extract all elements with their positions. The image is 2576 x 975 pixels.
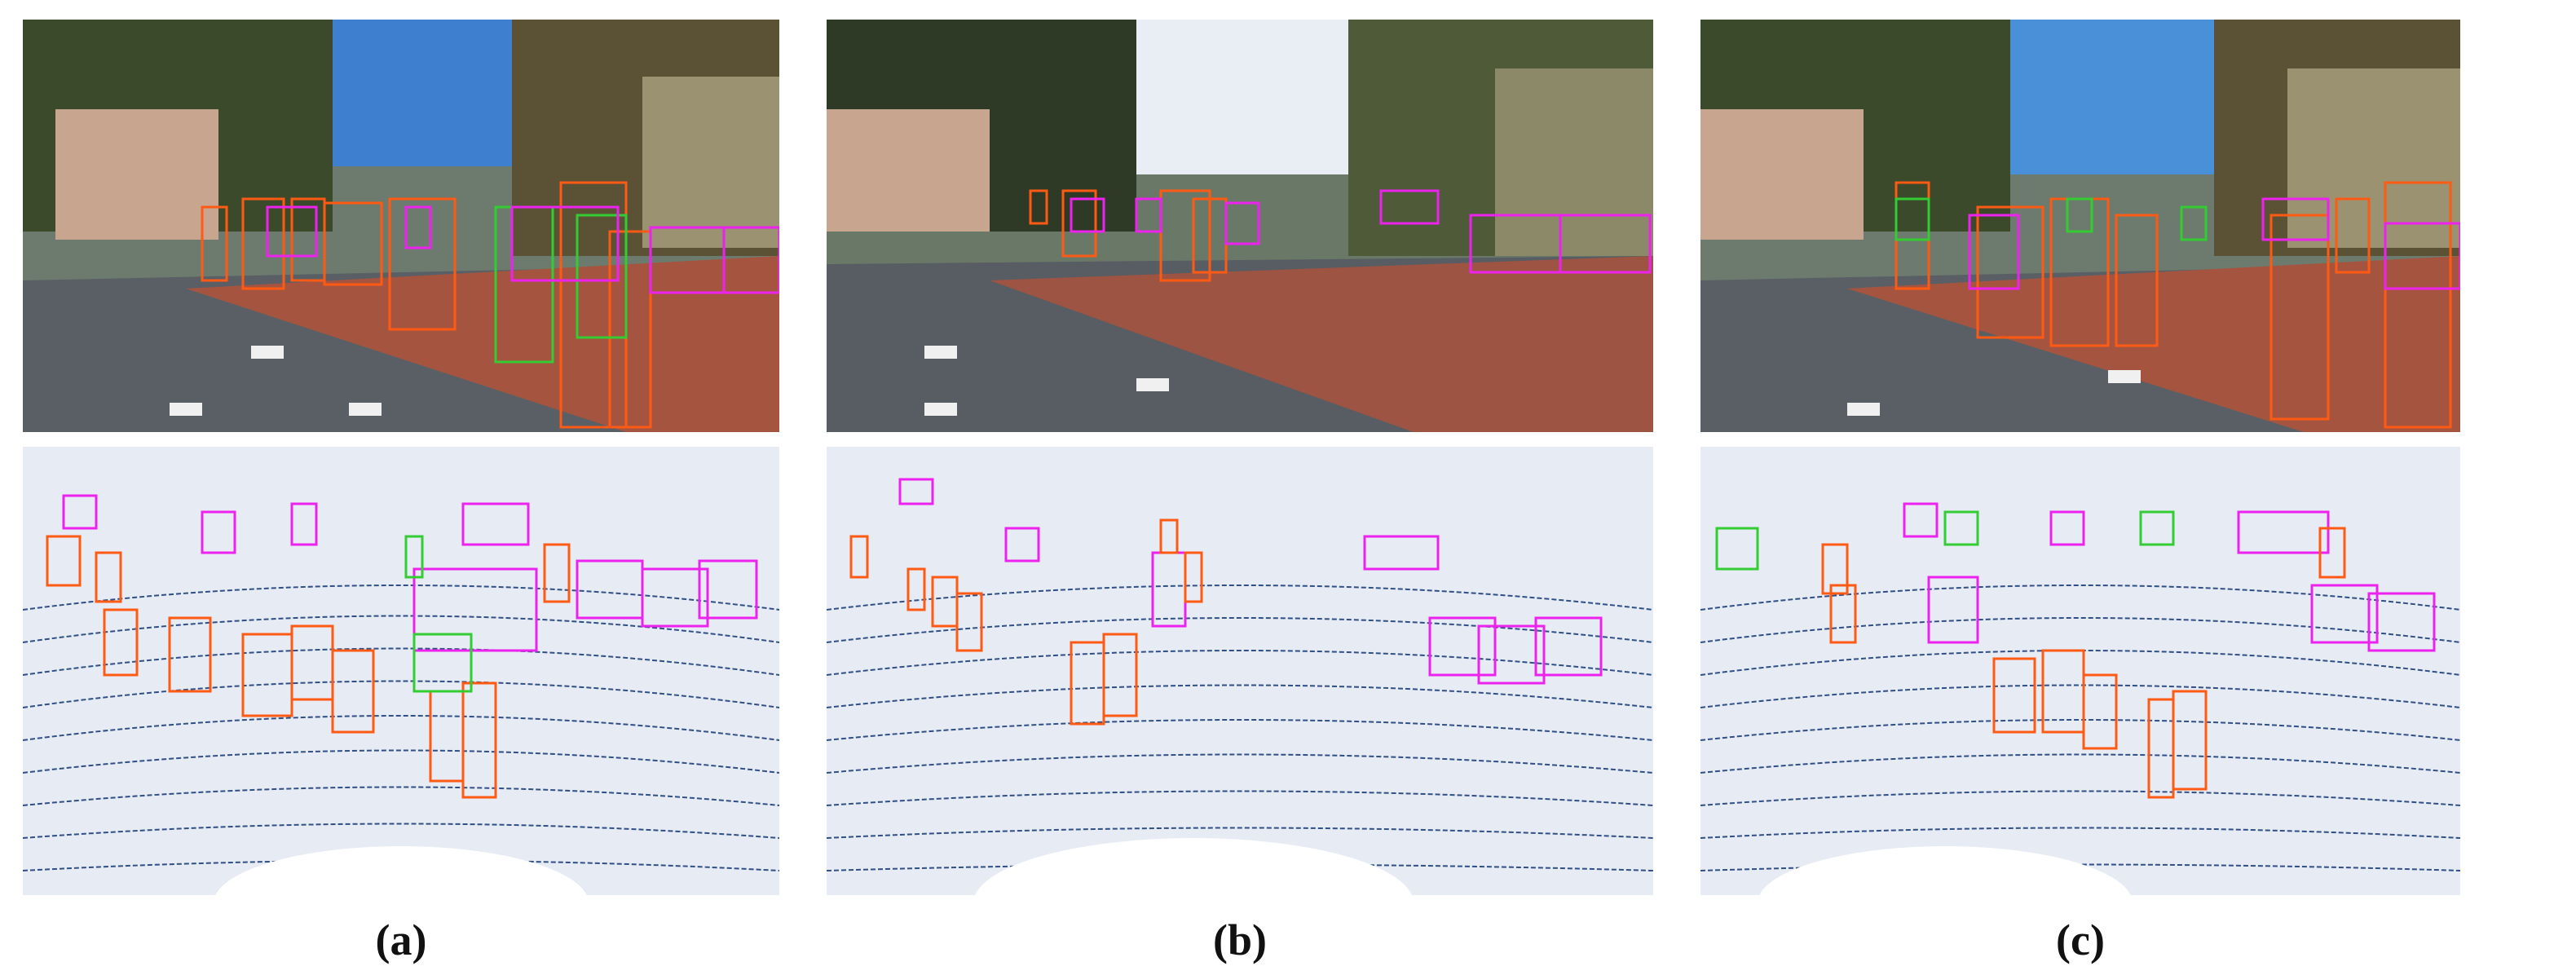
camera-image-b xyxy=(827,20,1653,432)
lidar-view-b xyxy=(827,447,1653,895)
camera-image-c xyxy=(1700,20,2460,432)
camera-image-a xyxy=(23,20,779,432)
lidar-view-a xyxy=(23,447,779,895)
lidar-view-c xyxy=(1700,447,2460,895)
panel-label-b: (b) xyxy=(1213,915,1267,964)
panel-label-c: (c) xyxy=(2056,915,2105,964)
panel-label-a: (a) xyxy=(375,915,427,964)
